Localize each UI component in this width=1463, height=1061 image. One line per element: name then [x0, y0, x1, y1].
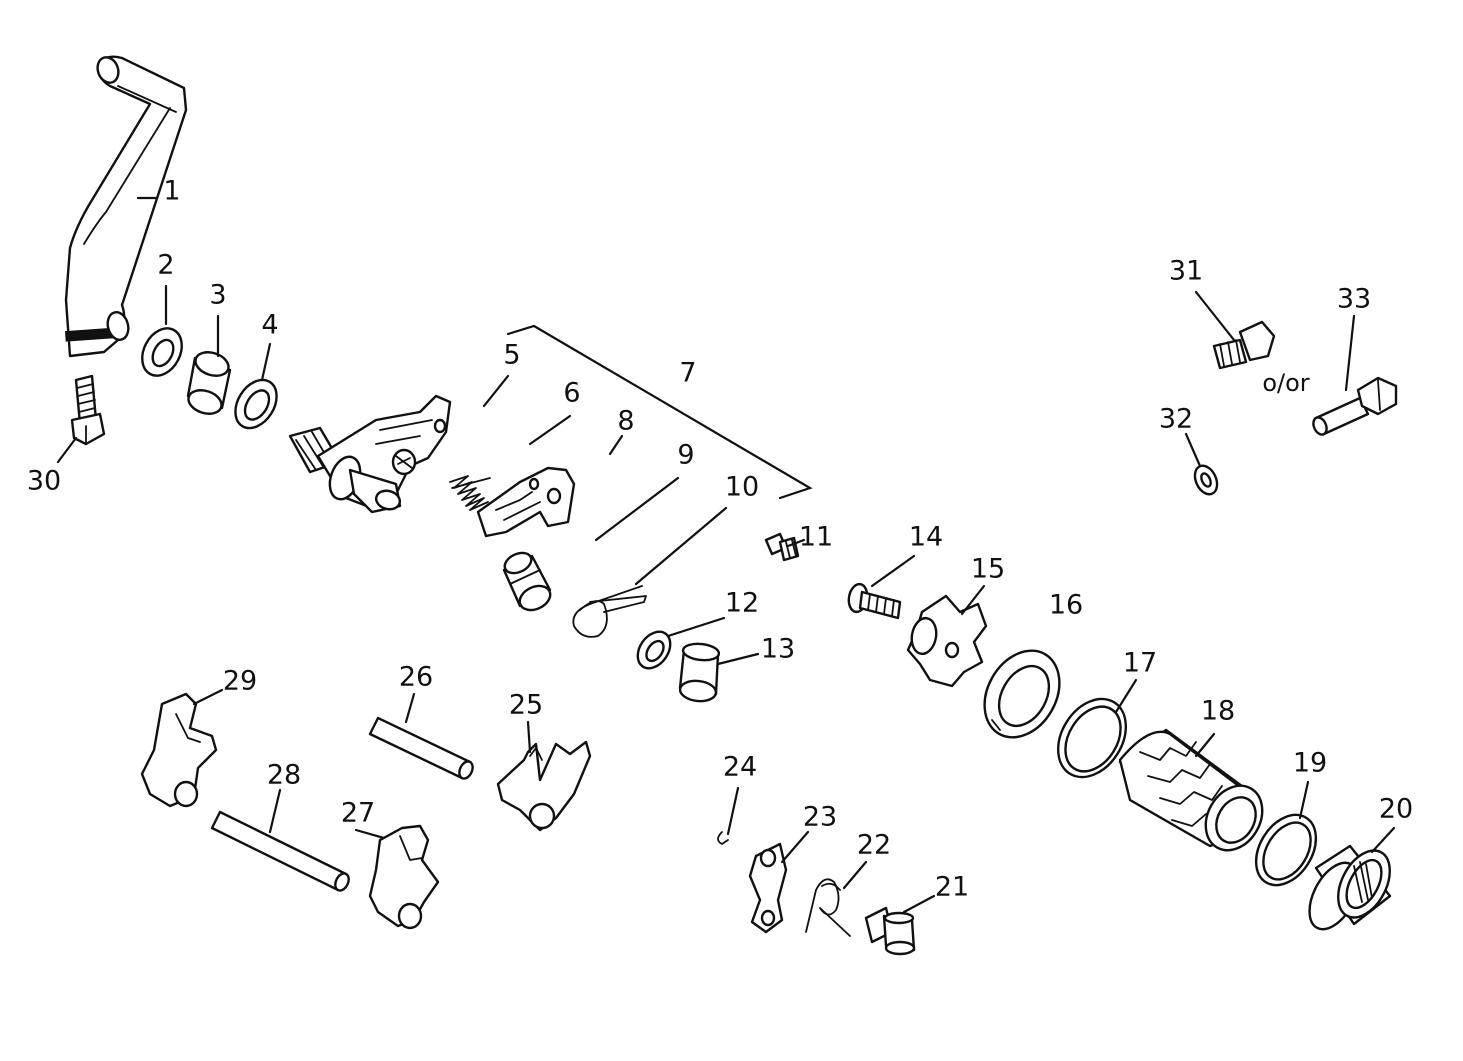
- part-29-shift-fork: [140, 692, 218, 808]
- callout-9: 9: [677, 440, 694, 471]
- callout-3: 3: [209, 280, 226, 311]
- part-11-bolt: [764, 532, 800, 562]
- part-23-lever: [748, 842, 788, 934]
- callout-4: 4: [261, 310, 278, 341]
- callout-5: 5: [503, 340, 520, 371]
- part-17-ring: [1056, 697, 1128, 779]
- part-14-screw: [847, 582, 902, 620]
- callout-29: 29: [223, 666, 257, 697]
- callout-20: 20: [1379, 794, 1413, 825]
- callout-10: 10: [725, 472, 759, 503]
- part-26-shaft: [368, 716, 474, 780]
- part-30-bolt: [70, 374, 106, 446]
- callout-32: 32: [1159, 404, 1193, 435]
- callout-15: 15: [971, 554, 1005, 585]
- callout-11: 11: [799, 522, 833, 553]
- callout-19: 19: [1293, 748, 1327, 779]
- callout-22: 22: [857, 830, 891, 861]
- part-28-shaft: [210, 810, 350, 892]
- part-32-washer: [1193, 464, 1219, 496]
- part-12-washer: [636, 630, 672, 670]
- part-33-bolt: [1312, 376, 1398, 436]
- part-2-washer: [141, 327, 183, 377]
- part-9-sleeve: [502, 551, 552, 612]
- part-25-shift-fork: [496, 740, 592, 832]
- callout-28: 28: [267, 760, 301, 791]
- callout-17: 17: [1123, 648, 1157, 679]
- part-27-shift-fork: [368, 824, 440, 930]
- part-15-shift-star: [906, 594, 988, 688]
- callout-31: 31: [1169, 256, 1203, 287]
- part-4-washer: [234, 378, 278, 430]
- callout-labels: 1 2 3 4 5 6 7 8 9 10 11 12 13 14 15 16 1…: [27, 176, 1413, 903]
- part-20-needle-bearing: [1308, 844, 1392, 931]
- alternative-note: o/or: [1262, 369, 1309, 397]
- part-19-ring: [1254, 813, 1318, 887]
- part-6-ratchet-plate: [476, 466, 576, 538]
- callout-33: 33: [1337, 284, 1371, 315]
- callout-8: 8: [617, 406, 634, 437]
- callout-26: 26: [399, 662, 433, 693]
- part-31-bolt: [1212, 320, 1276, 370]
- part-1-shift-lever: [64, 55, 188, 358]
- callout-1: 1: [163, 176, 180, 207]
- shift-shaft-assembly: [288, 394, 452, 514]
- part-18-shift-drum: [1118, 728, 1264, 852]
- group-7-bracket: [506, 324, 813, 500]
- callout-14: 14: [909, 522, 943, 553]
- callout-21: 21: [935, 872, 969, 903]
- part-5-spring: [449, 475, 491, 511]
- part-24-clip: [717, 831, 729, 845]
- callout-24: 24: [723, 752, 757, 783]
- part-13-bushing: [678, 642, 721, 703]
- callout-18: 18: [1201, 696, 1235, 727]
- callout-16: 16: [1049, 590, 1083, 621]
- callout-12: 12: [725, 588, 759, 619]
- part-21-bolt: [864, 906, 916, 956]
- callout-6: 6: [563, 378, 580, 409]
- part-3-bushing: [186, 351, 232, 415]
- callout-25: 25: [509, 690, 543, 721]
- callout-7: 7: [679, 358, 696, 389]
- callout-2: 2: [157, 250, 174, 281]
- part-16-seal: [983, 649, 1061, 739]
- part-10-return-spring: [572, 585, 647, 638]
- callout-23: 23: [803, 802, 837, 833]
- callout-30: 30: [27, 466, 61, 497]
- part-22-spring: [805, 878, 851, 937]
- leader-lines: [56, 196, 1396, 914]
- callout-27: 27: [341, 798, 375, 829]
- callout-13: 13: [761, 634, 795, 665]
